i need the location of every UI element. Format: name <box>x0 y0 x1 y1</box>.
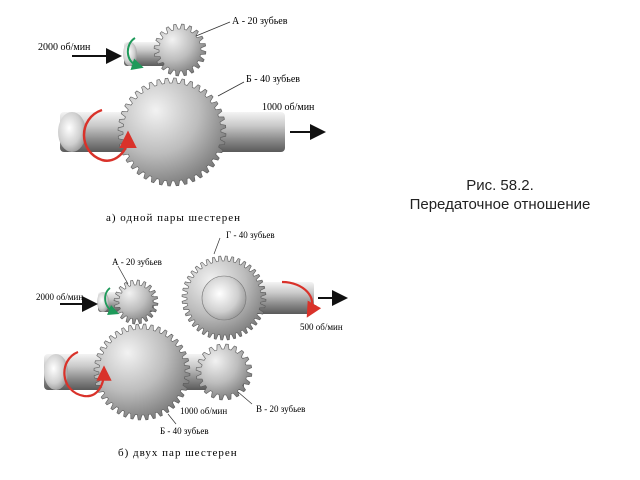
caption-line-2: Передаточное отношение <box>409 196 591 213</box>
gear-b-2-teeth <box>93 323 191 421</box>
gear-v <box>195 343 253 401</box>
figure-caption: Рис. 58.2. Передаточное отношение <box>380 176 620 214</box>
gear-a <box>153 23 207 77</box>
lower-shaft-end <box>44 354 68 390</box>
leader-v <box>237 391 253 405</box>
leader-a-2 <box>117 265 129 285</box>
leader-b-2 <box>167 413 177 425</box>
subtitle-a: а) одной пары шестерен <box>106 212 241 224</box>
caption-line-1: Рис. 58.2. <box>466 177 534 194</box>
mid-speed: 1000 об/мин <box>180 406 227 416</box>
rotation-arrow-red-3 <box>281 280 322 318</box>
gear-a-2-teeth <box>113 279 159 325</box>
gear-v-teeth <box>195 343 253 401</box>
rotation-arrow-red-2 <box>63 350 112 398</box>
output-speed-2: 500 об/мин <box>300 322 343 332</box>
leader-b <box>217 81 245 97</box>
input-speed: 2000 об/мин <box>38 42 91 53</box>
gear-a-2-label: А - 20 зубьев <box>112 257 162 267</box>
gear-b-2 <box>93 323 191 421</box>
gear-a-teeth <box>153 23 207 77</box>
gear-a-2 <box>113 279 159 325</box>
leader-a <box>195 21 231 37</box>
gear-g-hub <box>201 275 247 321</box>
input-shaft-end <box>123 42 137 66</box>
gear-b-label: Б - 40 зубьев <box>246 74 300 85</box>
gear-b-teeth <box>117 77 227 187</box>
diagram-two-pairs: Г - 40 зубьев А - 20 зубьев 2000 об/мин … <box>36 230 348 459</box>
gear-b <box>117 77 227 187</box>
input-shaft-2-end <box>97 292 109 312</box>
subtitle-b: б) двух пар шестерен <box>118 447 238 459</box>
rotation-arrow-green <box>126 37 144 70</box>
gear-b-2-label: Б - 40 зубьев <box>160 426 209 436</box>
rotation-arrow-red <box>82 108 137 162</box>
rotation-arrow-green-2 <box>104 287 120 316</box>
shaft-end <box>58 112 86 152</box>
gear-a-label: А - 20 зубьев <box>232 16 288 27</box>
output-speed: 1000 об/мин <box>262 102 315 113</box>
leader-g <box>213 237 221 255</box>
diagram-single-pair: А - 20 зубьев Б - 40 зубьев 2000 об/мин … <box>38 16 326 224</box>
gear-v-label: В - 20 зубьев <box>256 404 305 414</box>
input-speed-2: 2000 об/мин <box>36 292 83 302</box>
gear-g-label: Г - 40 зубьев <box>226 230 275 240</box>
